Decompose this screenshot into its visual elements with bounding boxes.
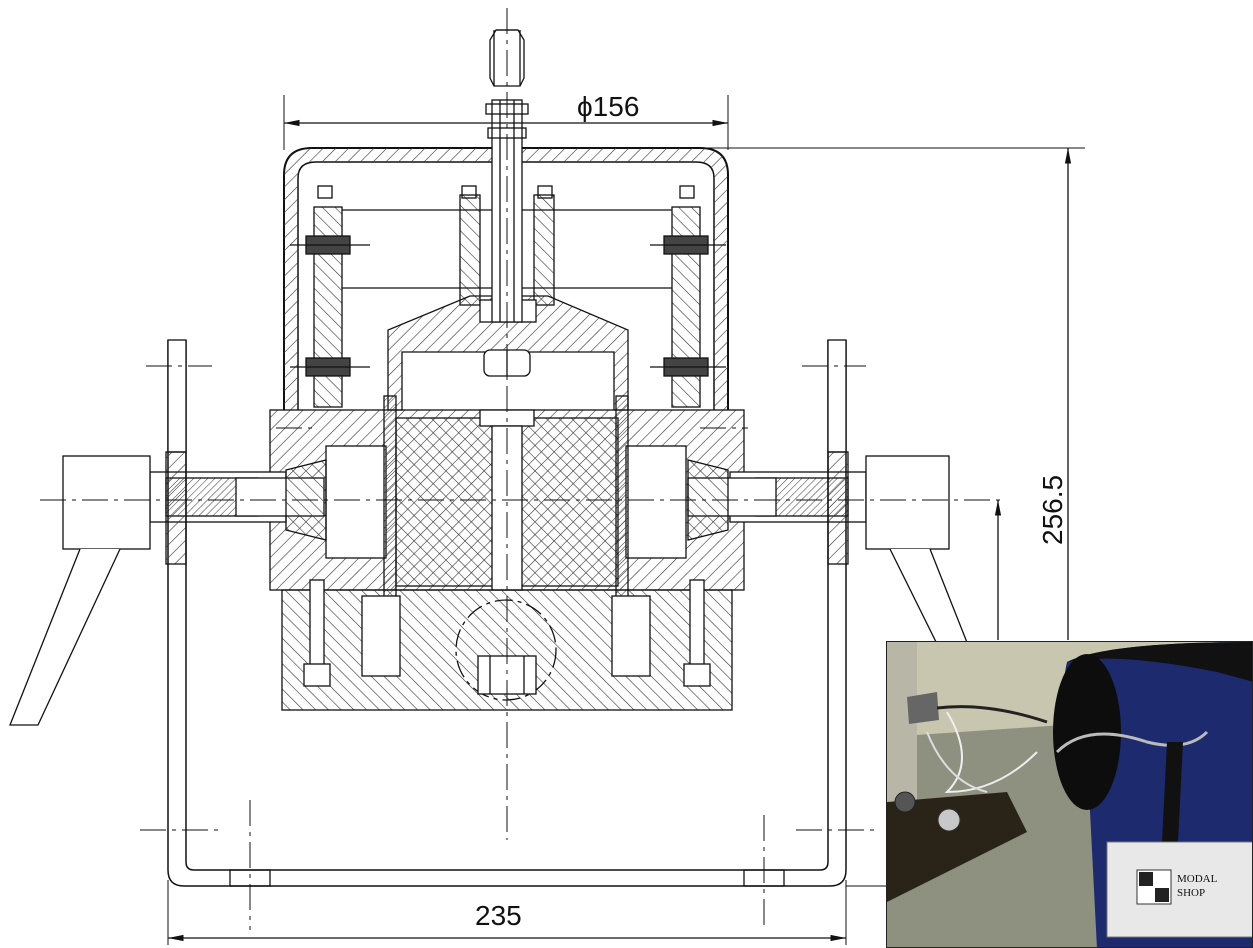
dimension-diameter: ϕ156 xyxy=(577,91,639,122)
photo-label-plate xyxy=(1106,841,1252,938)
handle-left xyxy=(62,455,151,550)
detail-circle xyxy=(455,599,557,701)
shaker-photo: MODAL SHOP xyxy=(886,641,1253,948)
photo-label-shop: SHOP xyxy=(1177,887,1205,899)
photo-base-plate xyxy=(887,792,1027,902)
photo-handle xyxy=(1161,742,1183,862)
stand-frame xyxy=(167,340,847,887)
photo-label-modal: MODAL xyxy=(1177,873,1218,885)
dimension-height: 256.5 xyxy=(1037,475,1068,545)
dimension-width: 235 xyxy=(475,900,522,931)
handle-right xyxy=(865,455,950,550)
